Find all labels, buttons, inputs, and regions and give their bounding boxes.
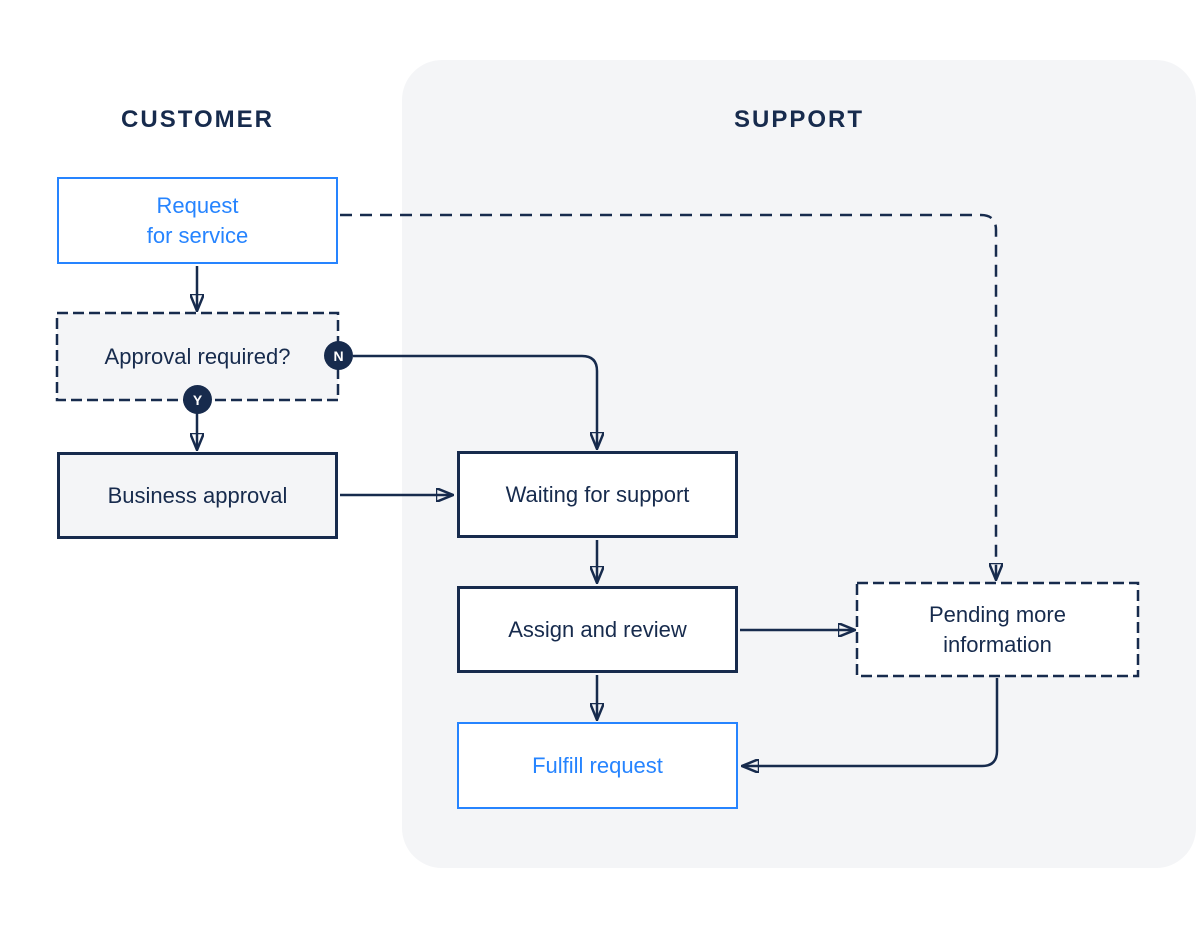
lane-title-customer: CUSTOMER [121,106,274,133]
node-fulfill-request-label: Fulfill request [532,752,663,778]
node-business-approval: Business approval [57,452,338,539]
node-waiting-for-support: Waiting for support [457,451,738,538]
node-assign-and-review-label: Assign and review [508,616,687,642]
node-request-for-service: Request for service [57,177,338,264]
lane-title-support: SUPPORT [733,106,864,133]
node-waiting-for-support-label: Waiting for support [505,481,690,507]
node-business-approval-label: Business approval [107,482,288,508]
decision-badge-yes-label: Y [192,391,203,408]
node-pending-more-information-label: Pending more information [929,601,1066,657]
decision-badge-no-label: N [333,347,344,364]
node-assign-and-review: Assign and review [457,586,738,673]
node-fulfill-request: Fulfill request [457,722,738,809]
node-request-for-service-label: Request for service [146,192,249,248]
node-approval-required-label: Approval required? [104,343,291,369]
decision-badge-yes: Y [183,385,212,414]
decision-badge-no: N [324,341,353,370]
node-pending-more-information: Pending more information [857,583,1138,676]
